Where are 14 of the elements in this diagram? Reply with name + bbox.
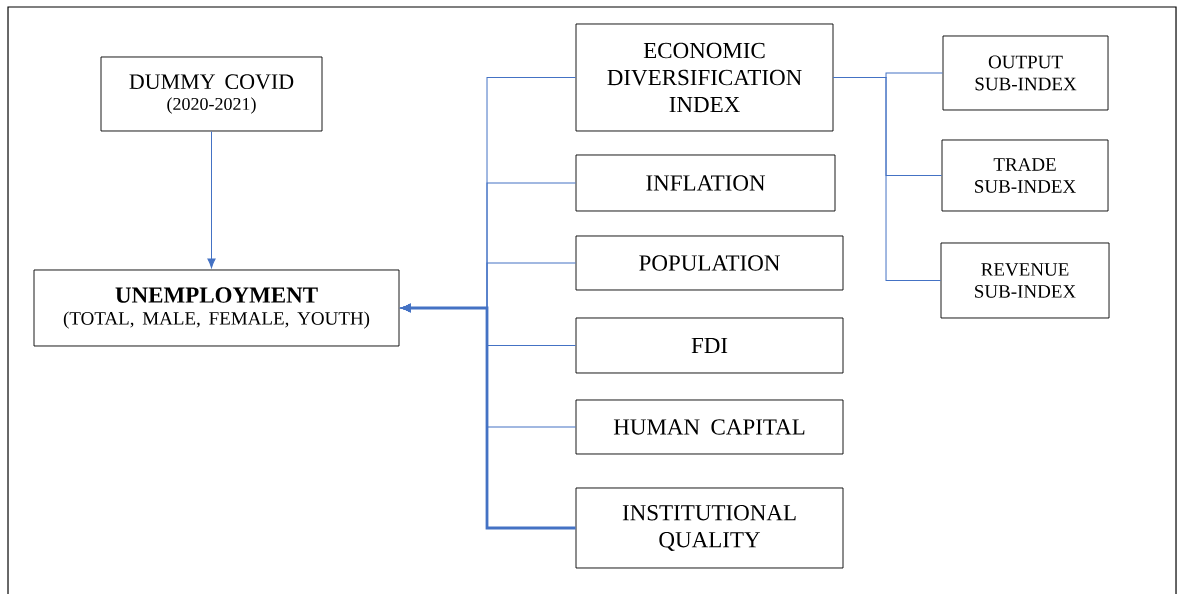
box: ECONOMIC DIVERSIFICATION INDEX [575, 23, 834, 132]
box: REVENUE SUB-INDEX [940, 242, 1110, 319]
box: HUMAN CAPITAL [575, 399, 844, 455]
connector [207, 130, 216, 269]
box: POPULATION [575, 235, 844, 291]
box: FDI [575, 317, 844, 374]
box: OUTPUT SUB-INDEX [942, 35, 1109, 111]
box: TRADE SUB-INDEX [941, 139, 1109, 212]
box: INFLATION [575, 154, 836, 212]
connector [402, 304, 576, 530]
connector [832, 77, 942, 281]
box: DUMMY COVID (2020-2021) [100, 56, 323, 132]
box: INSTITUTIONAL QUALITY [575, 487, 844, 569]
box: UNEMPLOYMENT (TOTAL, MALE, FEMALE, YOUTH) [33, 269, 400, 347]
